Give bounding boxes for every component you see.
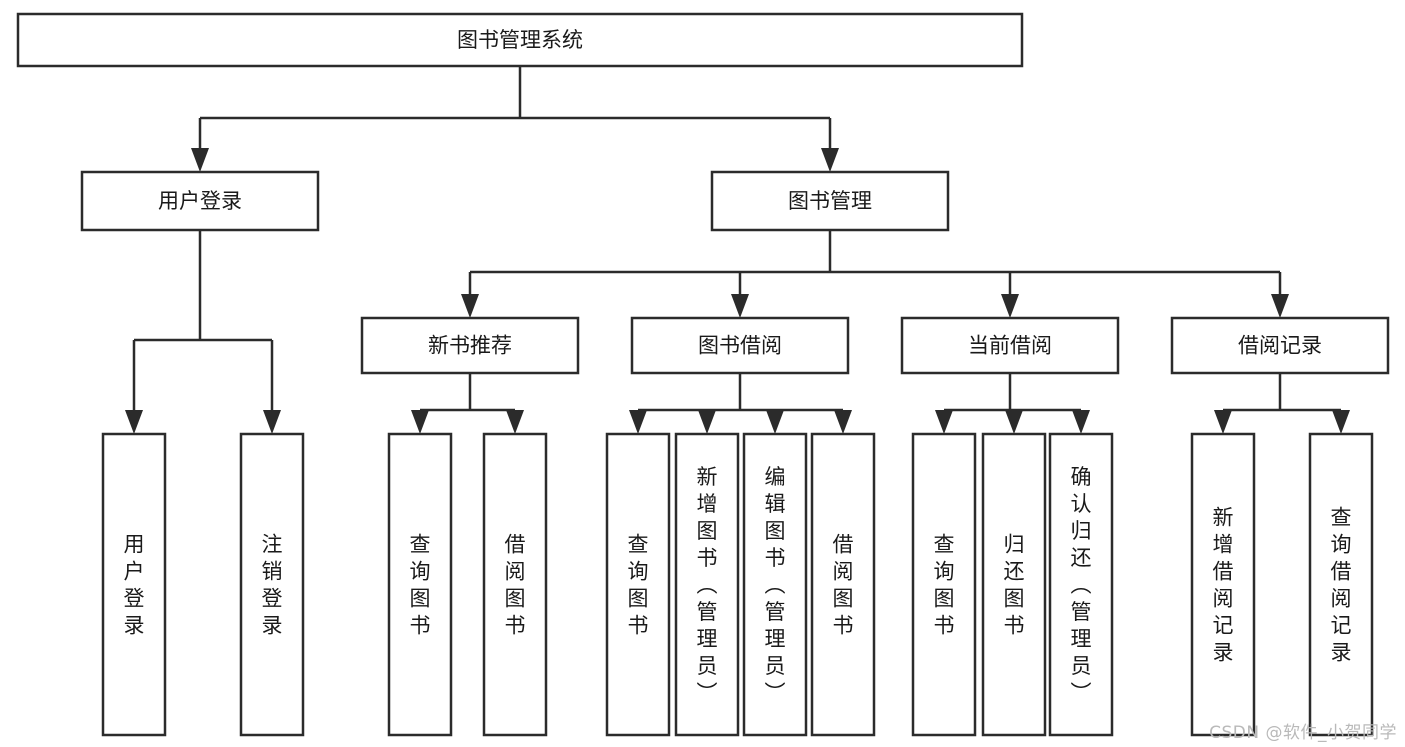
node-label: 编辑图书︵管理员︶ <box>765 465 786 705</box>
node-level2-book-borrow[interactable]: 图书借阅 <box>630 316 850 375</box>
node-label: 图书管理系统 <box>457 28 583 52</box>
node-leaf-leaf-edit-book[interactable]: 编辑图书︵管理员︶ <box>742 432 808 737</box>
node-label: 新增图书︵管理员︶ <box>697 465 718 705</box>
node-leaf-leaf-add-book[interactable]: 新增图书︵管理员︶ <box>674 432 740 737</box>
node-level2-new-book-rec[interactable]: 新书推荐 <box>360 316 580 375</box>
node-label: 查询图书 <box>410 533 431 638</box>
arrow-head-icon <box>1005 410 1023 434</box>
arrow-head-icon <box>1214 410 1232 434</box>
node-label: 用户登录 <box>158 189 242 213</box>
node-label: 当前借阅 <box>968 334 1052 358</box>
arrow-head-icon <box>411 410 429 434</box>
node-leaf-leaf-query-book-2[interactable]: 查询图书 <box>605 432 671 737</box>
node-leaf-leaf-borrow-book-1[interactable]: 借阅图书 <box>482 432 548 737</box>
node-leaf-leaf-query-book-1[interactable]: 查询图书 <box>387 432 453 737</box>
node-label: 确认归还︵管理员︶ <box>1071 465 1092 705</box>
node-label: 新增借阅记录 <box>1213 506 1234 665</box>
node-label: 归还图书 <box>1004 533 1025 638</box>
node-leaf-leaf-query-book-3[interactable]: 查询图书 <box>911 432 977 737</box>
arrow-head-icon <box>1332 410 1350 434</box>
node-leaf-leaf-query-record[interactable]: 查询借阅记录 <box>1308 432 1374 737</box>
node-leaf-leaf-confirm-return[interactable]: 确认归还︵管理员︶ <box>1048 432 1114 737</box>
arrow-head-icon <box>766 410 784 434</box>
arrow-head-icon <box>629 410 647 434</box>
node-label: 借阅图书 <box>833 533 854 638</box>
node-leaf-leaf-user-login[interactable]: 用户登录 <box>101 432 167 737</box>
arrow-head-icon <box>506 410 524 434</box>
node-label: 用户登录 <box>124 533 145 638</box>
node-root-图书管理系统[interactable]: 图书管理系统 <box>16 12 1024 68</box>
arrow-head-icon <box>731 294 749 318</box>
node-level2-current-borrow[interactable]: 当前借阅 <box>900 316 1120 375</box>
connectors-layer <box>125 66 1350 434</box>
arrow-head-icon <box>821 148 839 172</box>
arrow-head-icon <box>834 410 852 434</box>
node-label: 新书推荐 <box>428 334 512 358</box>
arrow-head-icon <box>1001 294 1019 318</box>
arrow-head-icon <box>263 410 281 434</box>
node-label: 图书管理 <box>788 189 872 213</box>
arrow-head-icon <box>125 410 143 434</box>
node-label: 借阅记录 <box>1238 334 1322 358</box>
node-leaf-leaf-add-record[interactable]: 新增借阅记录 <box>1190 432 1256 737</box>
node-level1-user-login[interactable]: 用户登录 <box>80 170 320 232</box>
node-leaf-leaf-logout[interactable]: 注销登录 <box>239 432 305 737</box>
nodes-layer: 图书管理系统用户登录图书管理新书推荐图书借阅当前借阅借阅记录用户登录注销登录查询… <box>16 12 1390 737</box>
node-label: 查询借阅记录 <box>1331 506 1352 665</box>
arrow-head-icon <box>1072 410 1090 434</box>
node-label: 图书借阅 <box>698 334 782 358</box>
watermark-label: CSDN @软件_小贺同学 <box>1209 723 1397 743</box>
arrow-head-icon <box>1271 294 1289 318</box>
arrow-head-icon <box>191 148 209 172</box>
node-label: 借阅图书 <box>505 533 526 638</box>
node-leaf-leaf-borrow-book-2[interactable]: 借阅图书 <box>810 432 876 737</box>
node-label: 查询图书 <box>628 533 649 638</box>
node-level2-borrow-record[interactable]: 借阅记录 <box>1170 316 1390 375</box>
arrow-head-icon <box>935 410 953 434</box>
arrow-head-icon <box>698 410 716 434</box>
node-leaf-leaf-return-book[interactable]: 归还图书 <box>981 432 1047 737</box>
arrow-head-icon <box>461 294 479 318</box>
node-level1-book-manage[interactable]: 图书管理 <box>710 170 950 232</box>
node-label: 查询图书 <box>934 533 955 638</box>
node-label: 注销登录 <box>262 533 283 638</box>
